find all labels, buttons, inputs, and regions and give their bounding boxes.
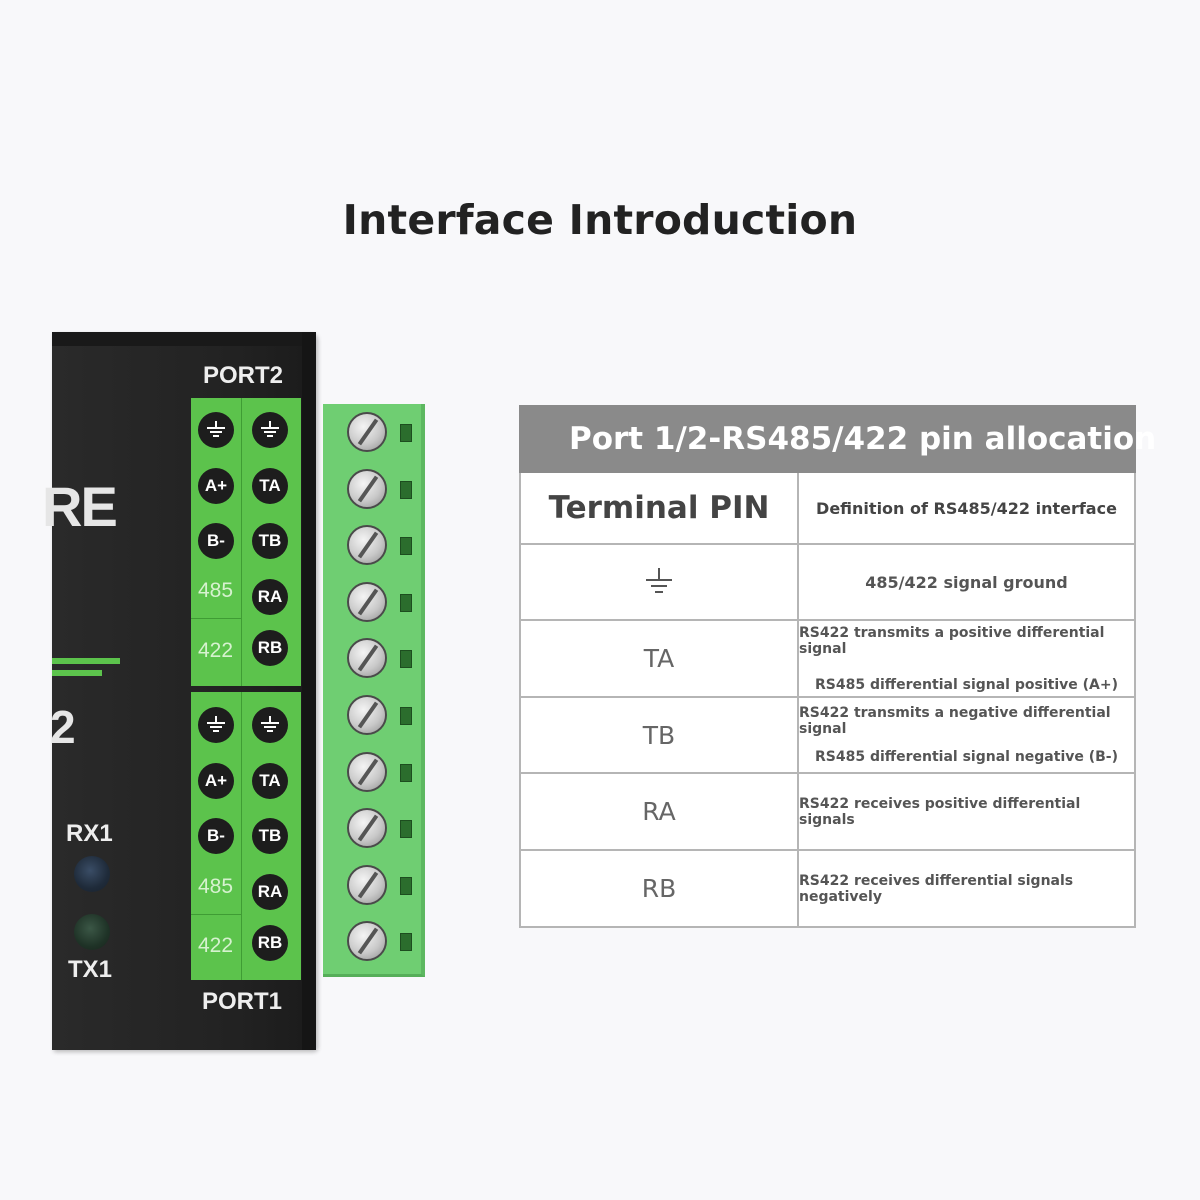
port2-label: PORT2 [203,362,284,389]
terminal-screw [347,638,387,679]
port2-mode-422: 422 [198,639,234,662]
tx1-label: TX1 [68,956,113,983]
terminal-screw [347,751,387,792]
column-header-pin: Terminal PIN [521,473,799,543]
definition-cell: RS422 transmits a negative differential … [799,698,1134,772]
table-row: TA RS422 transmits a positive differenti… [519,621,1136,698]
table-row: RB RS422 receives differential signals n… [519,851,1136,928]
port2-gnd-left-pin [198,412,234,448]
column-header-definition-text: Definition of RS485/422 interface [816,498,1117,518]
port2-mode-divider [191,618,241,619]
port1-mode-divider [191,914,241,915]
terminal-screw [347,808,387,849]
terminal-wire-hole [400,933,412,952]
port1-tb-pin: TB [252,818,288,854]
arrow-decoration-top [52,658,120,664]
port1-rb-pin: RB [252,925,288,961]
port2-rb-pin: RB [252,630,288,666]
definition-cell: RS422 receives differential signals nega… [799,851,1134,926]
terminal-screw [347,412,387,452]
definition-text: RS485 differential signal positive (A+) [815,676,1118,693]
port2-ra-pin: RA [252,579,288,615]
terminal-wire-hole [400,480,412,499]
screw-terminal-block [323,404,425,977]
terminal-wire-hole [400,424,412,442]
terminal-wire-hole [400,707,412,725]
port2-gnd-right-pin [252,412,288,448]
port1-mode-422: 422 [198,934,234,957]
tx1-led [74,914,110,950]
port1-b-minus-pin: B- [198,818,234,854]
port1-a-plus-pin: A+ [198,763,234,799]
pin-cell: TA [521,621,799,696]
definition-cell: RS422 transmits a positive differential … [799,621,1134,696]
definition-text: RS422 receives positive differential sig… [799,795,1081,828]
port2-mode-485: 485 [198,579,234,602]
device-top-edge [52,332,316,346]
table-header-row: Terminal PIN Definition of RS485/422 int… [519,473,1136,545]
table-row: RA RS422 receives positive differential … [519,774,1136,851]
port1-gnd-left-pin [198,707,234,743]
pin-cell: TB [521,698,799,772]
terminal-wire-hole [400,650,412,669]
device-side-edge [302,332,316,1050]
terminal-wire-hole [400,820,412,839]
pin-cell-ground [521,545,799,619]
rx1-label: RX1 [66,820,113,847]
port1-divider [241,692,242,980]
table-title: Port 1/2-RS485/422 pin allocation [519,405,1156,473]
model-number-fragment: 2 [50,701,76,753]
pin-cell: RB [521,851,799,926]
terminal-screw [347,695,387,735]
pin-cell: RA [521,774,799,849]
port2-b-minus-pin: B- [198,523,234,559]
port1-label: PORT1 [202,988,283,1015]
definition-text: RS422 transmits a positive differential … [799,624,1105,657]
terminal-wire-hole [400,763,412,782]
arrow-decoration-bottom [52,670,102,676]
terminal-wire-hole [400,537,412,556]
port1-gnd-right-pin [252,707,288,743]
brand-logo-fragment: RE [42,475,118,538]
definition-text: RS485 differential signal negative (B-) [814,749,1119,765]
terminal-screw [347,581,387,622]
definition-cell: 485/422 signal ground [799,545,1134,619]
definition-text: RS422 transmits a negative differential … [799,705,1111,737]
ground-icon [646,568,672,593]
terminal-wire-hole [400,593,412,612]
port2-tb-pin: TB [252,523,288,559]
terminal-screw [347,921,387,962]
port1-ra-pin: RA [252,874,288,910]
converter-device: RE 2 PORT2 PORT1 RX1 TX1 A+ TA B- TB 485… [42,332,316,1050]
port2-divider [241,398,242,686]
terminal-screw [347,468,387,509]
port1-ta-pin: TA [252,763,288,799]
definition-text: 485/422 signal ground [865,572,1068,592]
port1-mode-485: 485 [198,875,234,898]
port2-ta-pin: TA [252,468,288,504]
terminal-screw [347,525,387,566]
port2-a-plus-pin: A+ [198,468,234,504]
definition-cell: RS422 receives positive differential sig… [799,774,1134,849]
pin-allocation-table: Port 1/2-RS485/422 pin allocation Termin… [519,405,1156,928]
page-title: Interface Introduction [342,196,858,244]
table-row: TB RS422 transmits a negative differenti… [519,698,1136,774]
terminal-screw [347,864,387,905]
table-row: 485/422 signal ground [519,545,1136,621]
column-header-definition: Definition of RS485/422 interface [799,473,1134,543]
definition-text: RS422 receives differential signals nega… [799,872,1074,905]
terminal-wire-hole [400,876,412,895]
rx1-led [74,856,110,892]
